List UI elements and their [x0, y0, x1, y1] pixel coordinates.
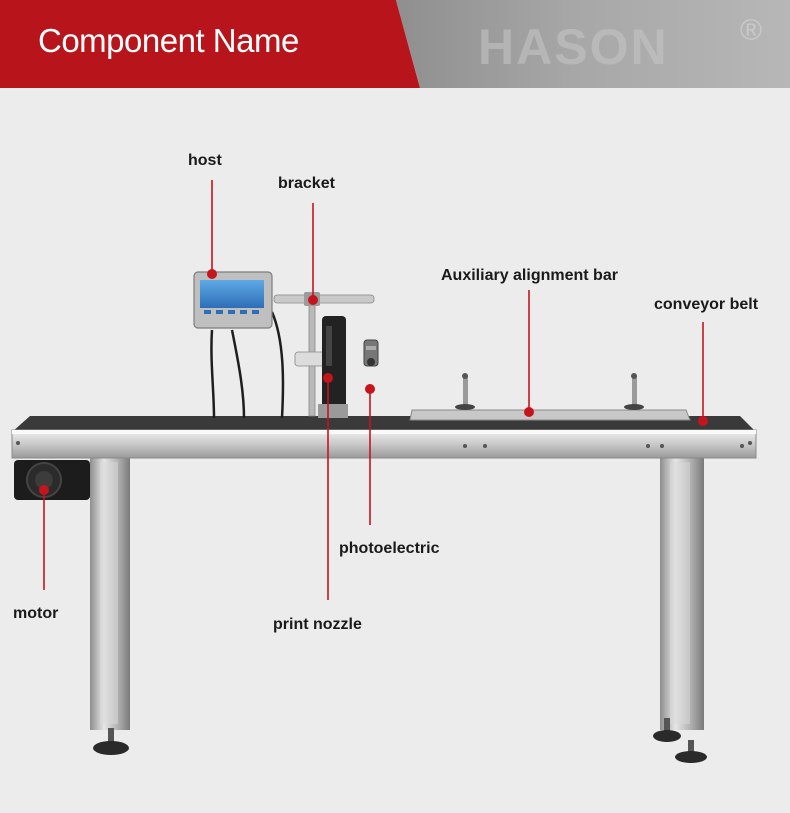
motor-unit: [14, 460, 90, 500]
header-banner: Component Name HASON ®: [0, 0, 790, 88]
page-title: Component Name: [38, 22, 299, 59]
callout-conveyor-belt: [698, 322, 708, 426]
label-bracket: bracket: [278, 175, 335, 192]
label-motor: motor: [13, 605, 59, 622]
left-leg: [90, 458, 130, 755]
callout-alignment-bar: [524, 290, 534, 417]
conveyor-frame: [11, 429, 757, 459]
callout-bracket: [308, 203, 318, 305]
photoelectric-sensor: [363, 339, 379, 367]
label-photoelectric: photoelectric: [339, 540, 440, 557]
bracket-stand: [273, 292, 375, 417]
brand-watermark: HASON: [478, 19, 669, 75]
print-nozzle: [318, 316, 348, 418]
right-leg: [653, 458, 707, 763]
registered-mark: ®: [740, 14, 763, 47]
header-red-panel: [0, 0, 420, 88]
callout-motor: [39, 485, 49, 590]
host-cables: [210, 311, 285, 419]
header-gray-panel: [396, 0, 790, 88]
label-host: host: [188, 152, 222, 169]
host-controller: [193, 271, 273, 329]
alignment-bar: [409, 373, 691, 421]
label-conveyor-belt: conveyor belt: [654, 296, 759, 313]
label-auxiliary-alignment-bar: Auxiliary alignment bar: [441, 267, 618, 284]
callout-print-nozzle: [323, 373, 333, 600]
callout-host: [207, 180, 217, 279]
label-print-nozzle: print nozzle: [273, 616, 362, 633]
callout-photoelectric: [365, 384, 375, 525]
